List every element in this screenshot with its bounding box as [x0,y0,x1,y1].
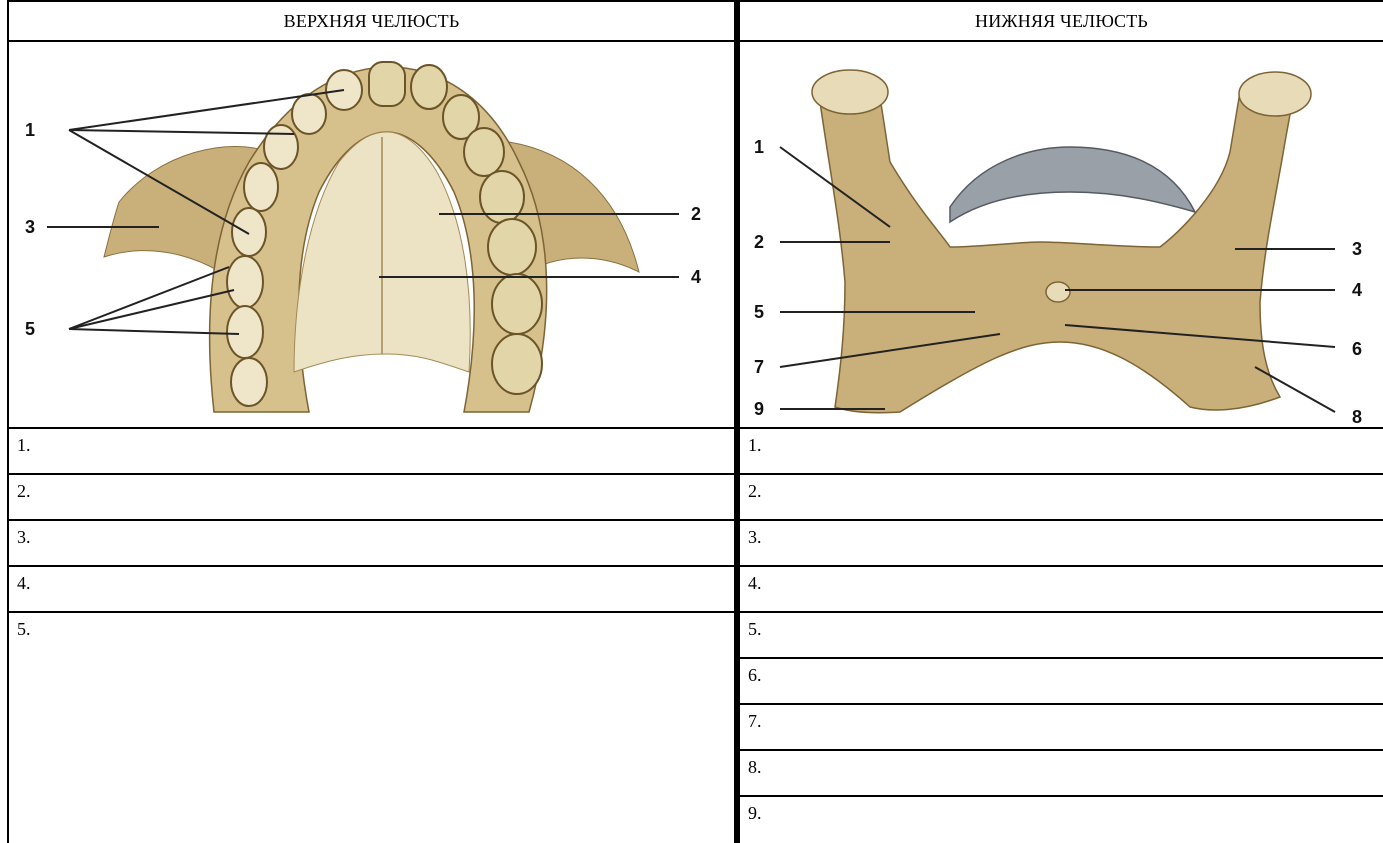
lower-callout-6: 6 [1352,339,1362,359]
upper-answer-row-5[interactable]: 5. [9,613,734,841]
lower-callout-8: 8 [1352,407,1362,427]
upper-jaw-column: ВЕРХНЯЯ ЧЕЛЮСТЬ [7,0,734,843]
lower-callout-5: 5 [754,302,764,322]
mandible [820,74,1295,412]
upper-answer-row-2[interactable]: 2. [9,475,734,521]
lower-callout-9: 9 [754,399,764,419]
lower-answer-row-4[interactable]: 4. [740,567,1383,613]
left-condyle [812,70,888,114]
lower-answer-row-5[interactable]: 5. [740,613,1383,659]
upper-callout-2: 2 [691,204,701,224]
lower-teeth [950,147,1195,222]
upper-answer-row-3[interactable]: 3. [9,521,734,567]
right-condyle [1239,72,1311,116]
lower-callout-3: 3 [1352,239,1362,259]
lower-callout-1: 1 [754,137,764,157]
lower-answer-row-6[interactable]: 6. [740,659,1383,705]
lower-answer-row-1[interactable]: 1. [740,429,1383,475]
upper-answer-row-1[interactable]: 1. [9,429,734,475]
lower-jaw-column: НИЖНЯЯ ЧЕЛЮСТЬ [734,0,1383,843]
upper-jaw-figure: 1 2 3 4 5 [9,42,734,429]
lower-callout-4: 4 [1352,280,1362,300]
lower-callout-2: 2 [754,232,764,252]
upper-callout-4: 4 [691,267,701,287]
lower-callout-7: 7 [754,357,764,377]
lower-jaw-title: НИЖНЯЯ ЧЕЛЮСТЬ [740,2,1383,42]
lower-answer-row-9[interactable]: 9. [740,797,1383,843]
lower-answer-row-8[interactable]: 8. [740,751,1383,797]
upper-callout-1: 1 [25,120,35,140]
lower-jaw-figure: 1 2 3 4 5 6 7 8 9 [740,42,1383,429]
lower-jaw-illustration: 1 2 3 4 5 6 7 8 9 [740,42,1383,427]
upper-jaw-illustration: 1 2 3 4 5 [9,42,734,427]
upper-callout-3: 3 [25,217,35,237]
mental-spine [1046,282,1070,302]
upper-jaw-title: ВЕРХНЯЯ ЧЕЛЮСТЬ [9,2,734,42]
lower-answer-row-2[interactable]: 2. [740,475,1383,521]
upper-callout-5: 5 [25,319,35,339]
lower-answer-row-3[interactable]: 3. [740,521,1383,567]
lower-answer-row-7[interactable]: 7. [740,705,1383,751]
upper-answer-row-4[interactable]: 4. [9,567,734,613]
